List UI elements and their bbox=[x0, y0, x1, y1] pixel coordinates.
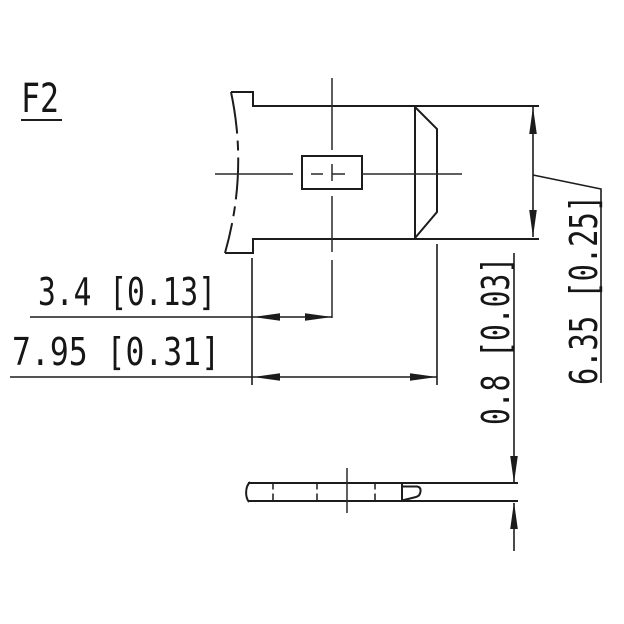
dim-label-hole-offset: 3.4 [0.13] bbox=[38, 270, 216, 314]
terminal-top-view bbox=[215, 78, 539, 318]
tab-bottom-edge bbox=[225, 238, 539, 254]
dimension-arrow bbox=[253, 313, 280, 321]
dimension-arrow bbox=[305, 313, 332, 321]
dimension-thickness: 0.8 [0.03] bbox=[474, 253, 518, 551]
dimension-arrow bbox=[510, 502, 518, 529]
dim-label-tab-width: 6.35 [0.25] bbox=[562, 195, 606, 385]
break-line bbox=[224, 91, 240, 254]
tip-chamfer bbox=[414, 106, 438, 239]
dim-label-tab-length: 7.95 [0.31] bbox=[12, 330, 220, 374]
dimension-arrow bbox=[253, 373, 280, 381]
dim-label-thickness: 0.8 [0.03] bbox=[474, 257, 518, 425]
dimension-arrow bbox=[510, 456, 518, 483]
tab-top-edge bbox=[231, 91, 539, 107]
leader-line bbox=[532, 174, 602, 383]
side-tip-outline bbox=[401, 485, 422, 502]
side-break-edge bbox=[245, 481, 251, 503]
drawing-title: F2 bbox=[21, 76, 59, 122]
terminal-side-view bbox=[245, 468, 518, 513]
dimension-arrow bbox=[410, 373, 437, 381]
dimension-tab-width: 6.35 [0.25] bbox=[529, 107, 606, 385]
dimension-hole-offset: 3.4 [0.13] bbox=[30, 258, 332, 385]
dimension-tab-length: 7.95 [0.31] bbox=[10, 244, 438, 385]
dimension-arrow bbox=[529, 107, 537, 134]
terminal-dimple-hole bbox=[301, 155, 363, 190]
dimension-arrow bbox=[529, 210, 537, 237]
